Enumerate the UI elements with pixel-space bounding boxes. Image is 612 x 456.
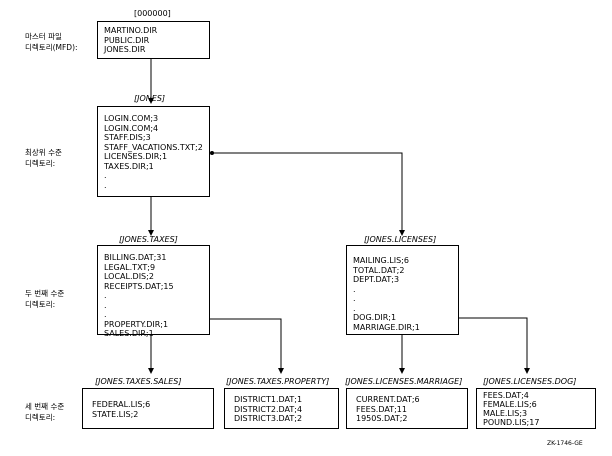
level-label-top: 최상위 수준 디렉토리:: [25, 148, 62, 168]
dir-name-mfd: [000000]: [134, 9, 171, 18]
dir-entry: TOTAL.DAT;2: [353, 265, 405, 275]
dir-box-taxes: BILLING.DAT;31 LEGAL.TXT;9 LOCAL.DIS;2 R…: [97, 245, 210, 338]
dir-box-marriage: CURRENT.DAT;6 FEES.DAT;11 1950S.DAT;2: [346, 388, 468, 429]
dir-entry: .: [353, 294, 356, 303]
dir-box-sales: FEDERAL.LIS;6 STATE.LIS;2: [82, 388, 214, 429]
dir-entry: .: [104, 171, 107, 180]
dir-entry: DISTRICT1.DAT;1: [234, 395, 303, 404]
dir-entry: .: [104, 310, 107, 319]
dir-entry: STAFF.DIS;3: [104, 133, 151, 142]
dir-entry: STATE.LIS;2: [92, 409, 139, 419]
dir-entry: DOG.DIR;1: [353, 313, 397, 322]
dir-entry: LEGAL.TXT;9: [104, 262, 156, 272]
dir-name-sales: [JONES.TAXES.SALES]: [95, 377, 182, 386]
dir-entry: PUBLIC.DIR: [104, 35, 150, 45]
dir-entry: RECEIPTS.DAT;15: [104, 281, 174, 291]
dir-name-marriage: [JONES.LICENSES.MARRIAGE]: [345, 377, 463, 386]
dir-box-mfd: MARTINO.DIR PUBLIC.DIR JONES.DIR: [97, 21, 210, 59]
dir-box-dog: FEES.DAT;4 FEMALE.LIS;6 MALE.LIS;3 POUND…: [476, 388, 596, 429]
dir-entry: FEMALE.LIS;6: [483, 400, 537, 409]
dir-entry: BILLING.DAT;31: [104, 253, 167, 262]
dir-entry: MARTINO.DIR: [104, 26, 158, 35]
dir-entry: CURRENT.DAT;6: [356, 395, 420, 404]
dir-name-property: [JONES.TAXES.PROPERTY]: [226, 377, 330, 386]
dir-entry: LICENSES.DIR;1: [104, 152, 168, 161]
dir-name-dog: [JONES.LICENSES.DOG]: [483, 377, 577, 386]
dir-entry: TAXES.DIR;1: [104, 161, 154, 171]
connector-taxes-property: [193, 318, 284, 374]
dir-entry: DISTRICT3.DAT;2: [234, 414, 303, 423]
dir-entry: PROPERTY.DIR;1: [104, 319, 169, 329]
dir-entry: .: [104, 291, 107, 300]
dir-entry: JONES.DIR: [104, 45, 146, 54]
dir-entry: DEPT.DAT;3: [353, 275, 400, 284]
dir-name-jones: [JONES]: [134, 94, 166, 103]
dir-box-property: DISTRICT1.DAT;1 DISTRICT2.DAT;4 DISTRICT…: [224, 388, 339, 429]
dir-entry: MALE.LIS;3: [483, 409, 528, 418]
connector-licenses-dog: [446, 317, 530, 374]
dir-entry: MARRIAGE.DIR;1: [353, 322, 420, 332]
dir-entry: 1950S.DAT;2: [356, 414, 408, 423]
dir-entry: LOGIN.COM;4: [104, 123, 159, 133]
dir-entry: FEES.DAT;11: [356, 404, 407, 414]
level-label-third: 세 번째 수준 디렉토리:: [25, 402, 65, 422]
dir-entry: LOCAL.DIS;2: [104, 272, 154, 281]
dir-entry: LOGIN.COM;3: [104, 114, 159, 123]
dir-entry: MAILING.LIS;6: [353, 256, 409, 265]
dir-entry: STAFF_VACATIONS.TXT;2: [104, 142, 203, 152]
dir-entry: .: [104, 190, 107, 199]
dir-entry: .: [353, 284, 356, 294]
dir-box-jones: LOGIN.COM;3 LOGIN.COM;4 STAFF.DIS;3 STAF…: [97, 106, 210, 199]
dir-name-licenses: [JONES.LICENSES]: [364, 235, 437, 244]
dir-box-licenses: MAILING.LIS;6 TOTAL.DAT;2 DEPT.DAT;3 . .…: [346, 245, 459, 335]
dir-entry: FEES.DAT;4: [483, 391, 529, 400]
dir-entry: SALES.DIR;1: [104, 329, 154, 338]
level-label-second: 두 번째 수준 디렉토리:: [25, 289, 65, 309]
figure-id: ZK-1746-GE: [547, 440, 583, 447]
dir-entry: .: [104, 180, 107, 190]
dir-entry: .: [353, 303, 356, 313]
connector-jones-licenses: [212, 152, 405, 236]
dir-entry: .: [104, 300, 107, 310]
dir-entry: DISTRICT2.DAT;4: [234, 404, 303, 414]
dir-name-taxes: [JONES.TAXES]: [119, 235, 178, 244]
dir-entry: FEDERAL.LIS;6: [92, 400, 151, 409]
level-label-mfd: 마스터 파일 디렉토리(MFD):: [25, 32, 78, 52]
dir-entry: POUND.LIS;17: [483, 418, 540, 427]
